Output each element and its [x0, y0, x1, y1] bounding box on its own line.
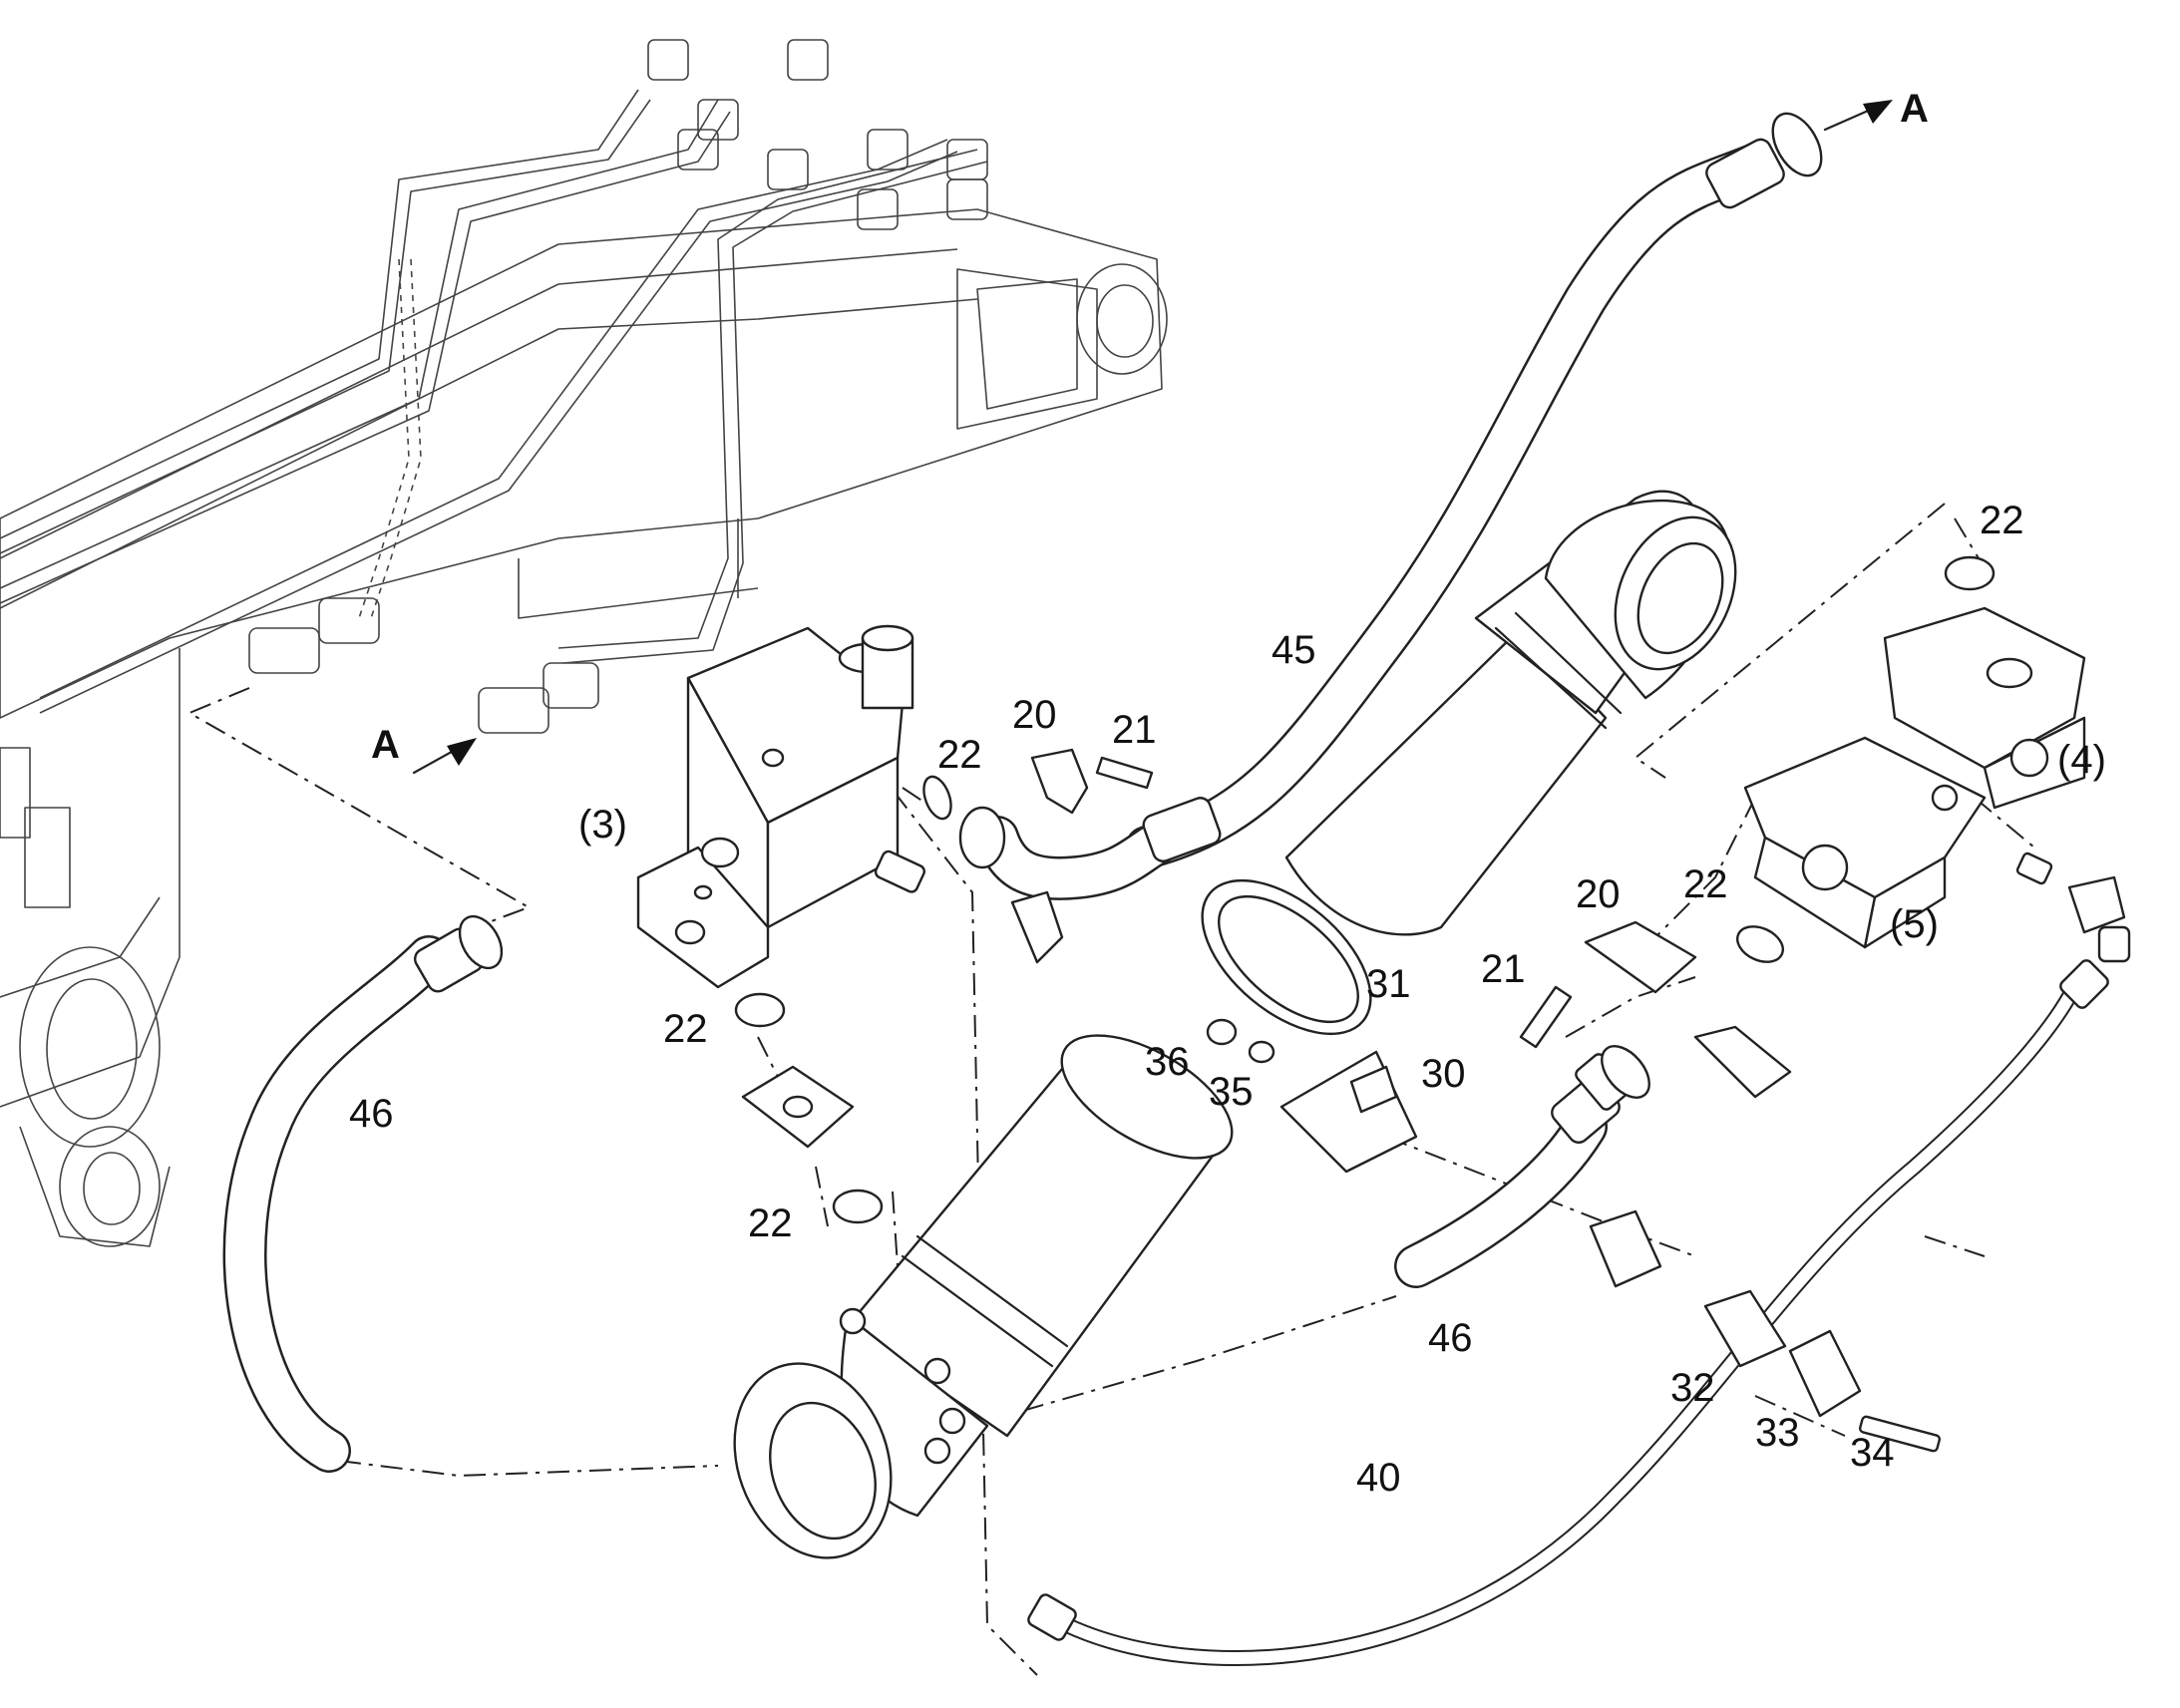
manifold-4-5	[1743, 606, 2131, 963]
lower-cylinder	[733, 1034, 1234, 1559]
callout-45: 45	[1272, 628, 1316, 672]
callout-40: 40	[1356, 1456, 1401, 1500]
callout-20a: 20	[1012, 693, 1057, 737]
hose-40	[1027, 959, 2109, 1666]
callout-32: 32	[1670, 1366, 1715, 1410]
callout-30: 30	[1421, 1052, 1466, 1096]
callout-22b: 22	[663, 1007, 708, 1051]
hose-46-middle	[1394, 1045, 1650, 1288]
callout-3: (3)	[578, 803, 627, 847]
callout-22c: 22	[748, 1201, 793, 1245]
callout-21a: 21	[1112, 708, 1157, 752]
callout-21b: 21	[1481, 947, 1526, 991]
callout-5: (5)	[1890, 902, 1939, 946]
boom-structure	[0, 39, 1168, 1247]
callout-labels: 20 21 22 (3) 22 22 45 46 22 (4) (5) 20 2…	[349, 499, 2106, 1500]
view-arrow-right: A	[1823, 87, 1929, 132]
callout-33: 33	[1755, 1411, 1800, 1455]
hose-46-left	[222, 914, 504, 1473]
upper-cylinder	[1284, 490, 1737, 936]
callout-20b: 20	[1576, 872, 1621, 916]
callout-31: 31	[1366, 962, 1411, 1006]
callout-22e: 22	[1683, 862, 1728, 906]
view-marker-a-left: A	[371, 723, 400, 767]
view-arrow-left: A	[371, 723, 477, 775]
callout-4: (4)	[2057, 738, 2106, 782]
valve-block-3	[636, 624, 914, 989]
callout-35: 35	[1209, 1070, 1254, 1114]
view-marker-a-right: A	[1900, 87, 1929, 131]
callout-46a: 46	[349, 1092, 394, 1136]
callout-22a: 22	[937, 733, 982, 777]
callout-34: 34	[1850, 1431, 1895, 1475]
callout-36: 36	[1145, 1040, 1190, 1084]
callout-46b: 46	[1428, 1316, 1473, 1360]
small-parts	[734, 555, 1996, 1453]
hose-45	[958, 112, 1823, 900]
callout-22d: 22	[1980, 499, 2024, 542]
